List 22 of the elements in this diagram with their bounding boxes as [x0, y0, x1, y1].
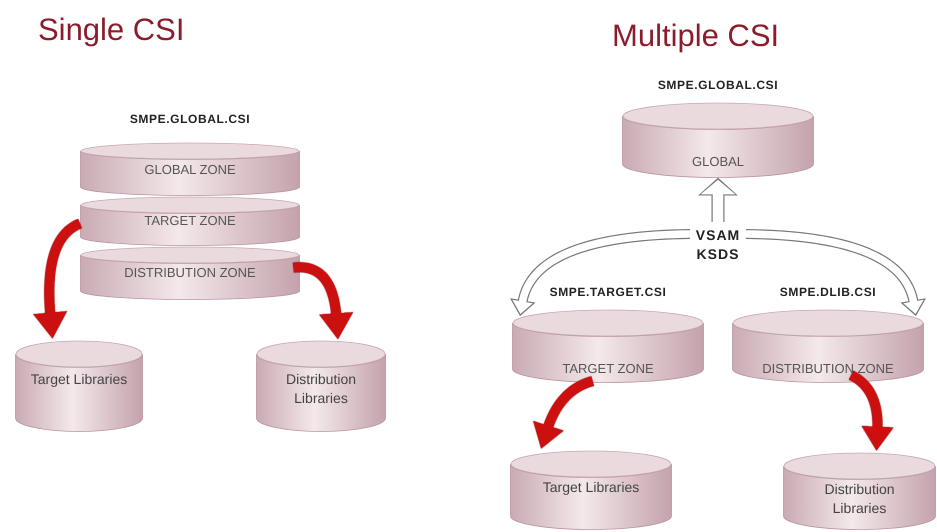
dataset-name: SMPE.GLOBAL.CSI: [128, 112, 252, 126]
arrow: [33, 218, 84, 339]
zone-label: DISTRIBUTION ZONE: [123, 265, 257, 280]
zone-label: GLOBAL ZONE: [143, 162, 237, 177]
zone-label: TARGET ZONE: [561, 361, 655, 376]
library-label: Distribution Libraries: [823, 480, 896, 518]
arrow: [510, 229, 690, 316]
dataset-name: SMPE.DLIB.CSI: [778, 285, 878, 299]
arrow: [847, 370, 894, 451]
section-heading: Multiple CSI: [612, 18, 780, 54]
section-heading: Single CSI: [38, 12, 186, 48]
zone-label: TARGET ZONE: [143, 213, 237, 228]
zone-label: GLOBAL: [690, 154, 746, 169]
dataset-name: SMPE.GLOBAL.CSI: [656, 78, 780, 92]
dataset-name: SMPE.TARGET.CSI: [548, 285, 668, 299]
zone-label: DISTRIBUTION ZONE: [761, 361, 895, 376]
arrow: [533, 376, 596, 449]
library-label: Distribution Libraries: [284, 370, 358, 408]
arrow: [746, 229, 926, 316]
library-label: Target Libraries: [542, 478, 640, 497]
library-label: Target Libraries: [30, 370, 128, 389]
annotation-label: VSAM KSDS: [694, 226, 742, 264]
